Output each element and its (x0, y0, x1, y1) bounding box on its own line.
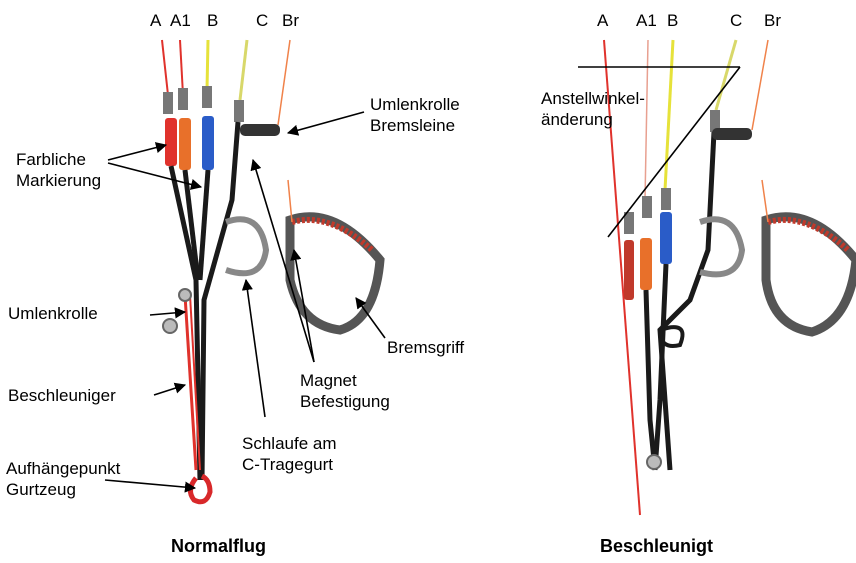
caption-beschleunigt: Beschleunigt (600, 536, 713, 557)
b-marker-right (660, 212, 672, 264)
label-beschleuniger: Beschleuniger (8, 385, 116, 406)
label-schlaufe: Schlaufe am C-Tragegurt (242, 433, 337, 475)
a1-marker-right (640, 238, 652, 290)
label-bremsgriff: Bremsgriff (387, 337, 464, 358)
b-marker (202, 116, 214, 170)
riser-label-a1-right: A1 (636, 10, 657, 31)
a-marker (165, 118, 177, 166)
label-aufhaengepunkt: Aufhängepunkt Gurtzeug (6, 458, 120, 500)
riser-label-b-right: B (667, 10, 678, 31)
label-umlenkrolle: Umlenkrolle (8, 303, 98, 324)
riser-label-c-right: C (730, 10, 742, 31)
riser-label-a-right: A (597, 10, 608, 31)
label-umlenkrolle-bremsleine: Umlenkrolle Bremsleine (370, 94, 460, 136)
riser-label-a: A (150, 10, 161, 31)
a1-marker (179, 118, 191, 170)
riser-label-br-right: Br (764, 10, 781, 31)
label-magnet: Magnet Befestigung (300, 370, 390, 412)
label-farbliche: Farbliche Markierung (16, 149, 101, 191)
riser-label-a1: A1 (170, 10, 191, 31)
riser-label-br: Br (282, 10, 299, 31)
label-anstellwinkel: Anstellwinkel- änderung (541, 88, 645, 130)
riser-label-c: C (256, 10, 268, 31)
caption-normalflug: Normalflug (171, 536, 266, 557)
riser-label-b: B (207, 10, 218, 31)
left-annotation-arrows (105, 112, 385, 488)
